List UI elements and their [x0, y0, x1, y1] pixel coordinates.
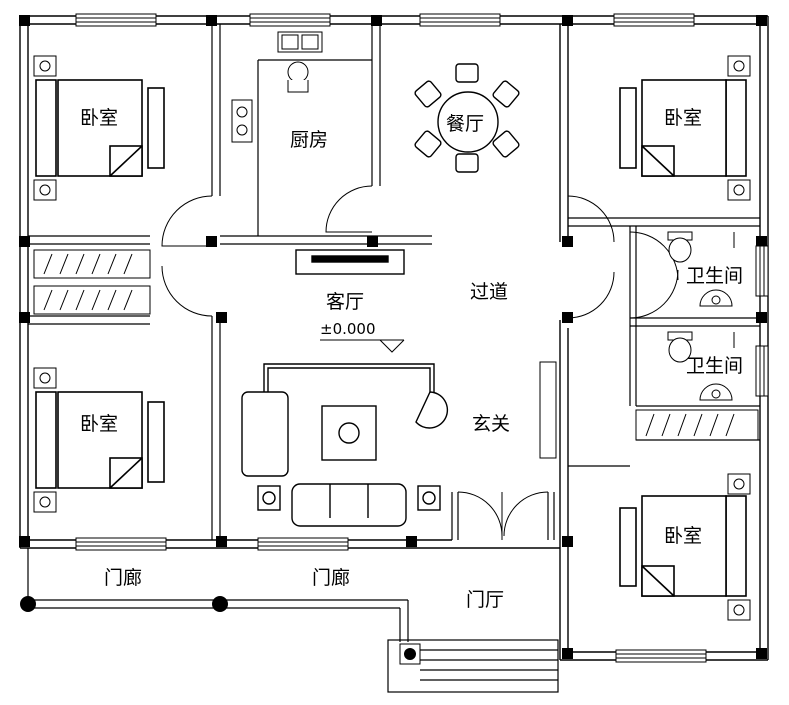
label-bedroom-sw: 卧室: [80, 413, 118, 435]
label-porch-1: 门廊: [104, 567, 142, 589]
dining-table: [414, 63, 520, 173]
columns: [19, 15, 767, 659]
room-labels: 卧室 厨房 餐厅 卧室 卫生间 过道 客厅 卫生间 卧室 玄关 卧室 门廊 门廊…: [80, 107, 743, 611]
label-kitchen: 厨房: [290, 129, 328, 151]
label-bathroom-2: 卫生间: [686, 355, 743, 377]
living-furniture: [241, 363, 449, 527]
label-entrance: 玄关: [472, 413, 510, 435]
porch-posts: [20, 596, 421, 665]
interior-walls: [28, 24, 760, 540]
porch-rail: [27, 548, 559, 693]
bathroom-fixtures: [667, 231, 735, 401]
nightstands: [33, 55, 751, 621]
beds: [35, 79, 747, 597]
label-bedroom-se: 卧室: [664, 525, 702, 547]
label-foyer: 门厅: [466, 589, 504, 611]
kitchen-fixtures: [231, 31, 323, 143]
label-living-room: 客厅: [326, 291, 364, 313]
windows: [75, 13, 769, 663]
wardrobes: [33, 249, 759, 441]
label-bathroom-1: 卫生间: [686, 265, 743, 287]
label-corridor: 过道: [470, 281, 508, 303]
doors: [161, 185, 679, 540]
label-porch-2: 门廊: [312, 567, 350, 589]
label-dining: 餐厅: [446, 113, 484, 135]
label-bedroom-ne: 卧室: [664, 107, 702, 129]
label-bedroom-nw: 卧室: [80, 107, 118, 129]
tv-cabinet: [295, 249, 405, 275]
elevation-label: ±0.000: [320, 320, 376, 338]
elevation-marker: ±0.000: [320, 320, 405, 353]
shoe-cabinet: [539, 361, 557, 459]
